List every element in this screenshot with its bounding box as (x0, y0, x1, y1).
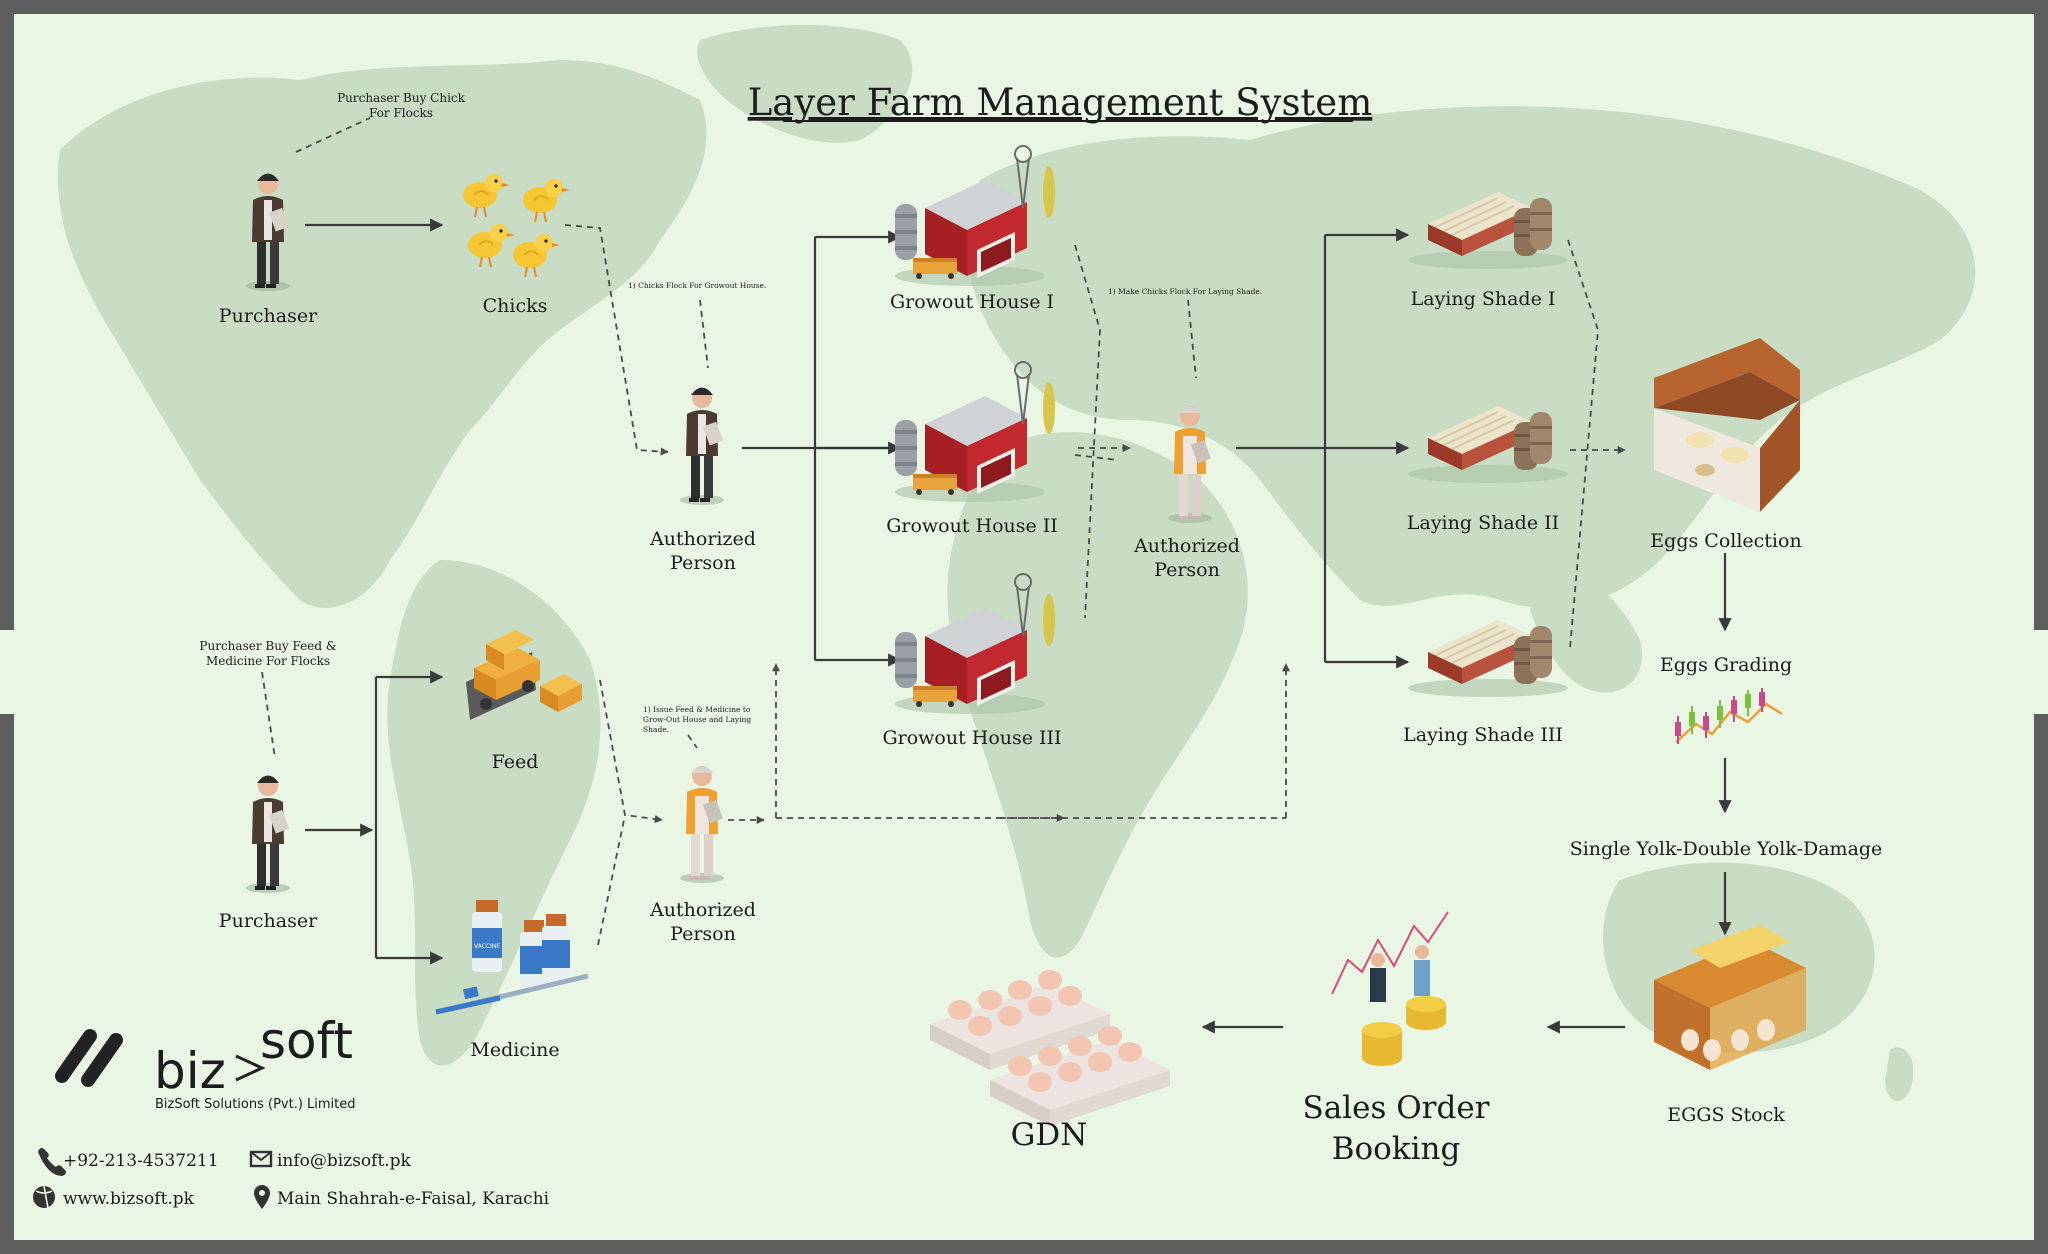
authorized-person-2-label-line1: Authorized (1133, 535, 1240, 557)
authorized-person-3-label-line1: Authorized (649, 899, 756, 921)
contact-email: info@bizsoft.pk (277, 1151, 412, 1171)
eggs-grading-label: Eggs Grading (1660, 654, 1792, 676)
sales-order-label-line1: Sales Order (1303, 1090, 1490, 1126)
location-pin-icon (254, 1185, 270, 1209)
company-logo: biz soft BizSoft Solutions (Pvt.) Limite… (55, 1012, 356, 1112)
eggs-collection-icon (1654, 338, 1800, 512)
logo-text-left: biz (154, 1042, 226, 1100)
purchaser-bottom-label: Purchaser (219, 910, 318, 932)
laying-shade-3-label: Laying Shade III (1403, 724, 1563, 746)
gdn-eggs-icon (930, 970, 1170, 1126)
note-buy-chick-line2: For Flocks (369, 106, 433, 120)
note-buy-chick-line1: Purchaser Buy Chick (337, 91, 466, 105)
note-chicks-flock: 1) Chicks Flock For Growout House. (628, 281, 766, 290)
eggs-grading-icon (1675, 688, 1783, 744)
authorized-person-3-label-line2: Person (670, 923, 736, 945)
note-issue-feed-line2: Grow-Out House and Laying (643, 715, 751, 724)
gdn-label: GDN (1011, 1117, 1088, 1153)
globe-icon (33, 1185, 55, 1209)
authorized-person-2-label-line2: Person (1154, 559, 1220, 581)
page-title: Layer Farm Management System (748, 81, 1373, 124)
contact-info: +92-213-4537211 info@bizsoft.pk www.bizs… (33, 1148, 550, 1209)
company-name: BizSoft Solutions (Pvt.) Limited (155, 1097, 356, 1112)
growout-house-3-label: Growout House III (882, 727, 1061, 749)
eggs-collection-label: Eggs Collection (1650, 530, 1801, 552)
medicine-icon: VACCINE (435, 900, 589, 1015)
note-buy-feed-line1: Purchaser Buy Feed & (199, 639, 336, 653)
growout-house-1-label: Growout House I (890, 291, 1054, 313)
eggs-stock-icon (1654, 925, 1806, 1070)
authorized-person-1-label-line2: Person (670, 552, 736, 574)
contact-phone: +92-213-4537211 (63, 1151, 219, 1171)
chicks-label: Chicks (483, 295, 548, 317)
note-issue-feed-line1: 1) Issue Feed & Medicine to (643, 705, 751, 714)
vaccine-label: VACCINE (474, 943, 500, 950)
yolk-types-label: Single Yolk-Double Yolk-Damage (1570, 838, 1883, 860)
feed-label: Feed (492, 751, 539, 773)
authorized-person-1-label-line1: Authorized (649, 528, 756, 550)
logo-text-right: soft (260, 1012, 353, 1070)
node-labels: Purchaser Chicks Authorized Person Growo… (219, 288, 1883, 1167)
purchaser-top-label: Purchaser (219, 305, 318, 327)
contact-website: www.bizsoft.pk (63, 1189, 195, 1209)
sales-order-label-line2: Booking (1332, 1131, 1461, 1167)
eggs-stock-label: EGGS Stock (1667, 1104, 1785, 1126)
frame-notch-left (0, 630, 14, 714)
laying-shade-2-label: Laying Shade II (1407, 512, 1559, 534)
note-make-chicks-flock: 1) Make Chicks Flock For Laying Shade. (1108, 287, 1262, 296)
note-buy-feed-line2: Medicine For Flocks (206, 654, 330, 668)
connectors-solid (305, 218, 1732, 1034)
medicine-label: Medicine (470, 1039, 559, 1061)
email-icon (249, 1150, 273, 1168)
phone-icon (38, 1148, 66, 1176)
frame-notch-right (2034, 630, 2048, 714)
location-pin-dot (259, 1190, 265, 1196)
laying-shade-1-label: Laying Shade I (1411, 288, 1556, 310)
process-notes: Purchaser Buy Chick For Flocks Purchaser… (199, 91, 1262, 734)
sales-order-icon (1331, 911, 1449, 1066)
feed-icon (466, 630, 582, 720)
growout-house-2-label: Growout House II (886, 515, 1058, 537)
contact-address: Main Shahrah-e-Faisal, Karachi (277, 1189, 550, 1209)
note-issue-feed-line3: Shade. (643, 725, 669, 734)
connectors-dashed (261, 117, 1626, 946)
